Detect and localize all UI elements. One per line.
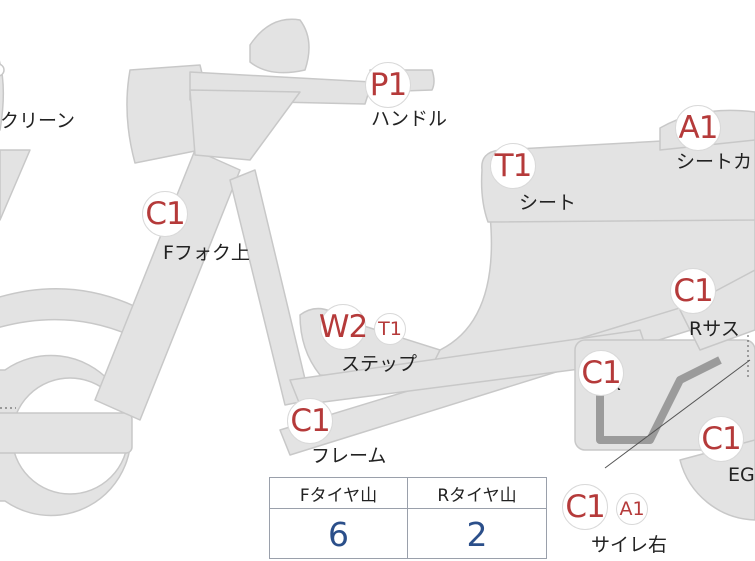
label-seat-cover: シートカ xyxy=(676,151,753,173)
front-fork xyxy=(94,149,241,421)
front-tire-value: 6 xyxy=(328,514,349,554)
rear-tire-header: Rタイヤ山 xyxy=(408,478,546,509)
label-handle: ハンドル xyxy=(371,108,448,130)
badge-rear-suspension: C1 xyxy=(670,268,716,314)
guide-line xyxy=(604,359,751,469)
top-left-dot xyxy=(0,63,5,77)
mirror xyxy=(249,18,310,74)
rear-shock xyxy=(679,269,755,351)
badge-handle: P1 xyxy=(365,62,411,108)
badge-exhaust: C1 xyxy=(578,350,624,396)
exhaust-pipe xyxy=(596,356,722,444)
front-axle-block xyxy=(0,412,133,454)
label-silencer: サイレ右 xyxy=(591,534,668,556)
rear-tire-value: 2 xyxy=(466,514,488,554)
badge-step: W2 xyxy=(319,304,368,350)
front-tire-column: Fタイヤ山 6 xyxy=(270,478,408,558)
label-frame: フレーム xyxy=(311,445,387,467)
badge-silencer-sub: A1 xyxy=(616,493,648,525)
front-tire-header: Fタイヤ山 xyxy=(270,478,407,509)
label-screen: クリーン xyxy=(0,110,76,132)
badge-silencer: C1 xyxy=(562,484,608,530)
label-seat: シート xyxy=(519,192,577,214)
headlight-arm xyxy=(189,89,301,161)
label-engine: EG xyxy=(728,464,755,486)
badge-seat: T1 xyxy=(490,143,536,189)
seat xyxy=(480,127,755,223)
badge-frame: C1 xyxy=(287,398,333,444)
windscreen xyxy=(0,60,5,132)
badge-front-fork: C1 xyxy=(142,191,188,237)
rear-tire-column: Rタイヤ山 2 xyxy=(408,478,546,558)
badge-engine: C1 xyxy=(698,416,744,462)
label-rear-suspension: Rサス xyxy=(689,318,740,340)
badge-step-sub: T1 xyxy=(374,313,406,345)
front-cowl xyxy=(0,149,31,221)
tire-tread-table: Fタイヤ山 6 Rタイヤ山 2 xyxy=(269,477,547,559)
frame-stay xyxy=(229,169,311,406)
label-front-fork: Fフォク上 xyxy=(163,242,250,264)
badge-seat-cover: A1 xyxy=(675,105,721,151)
label-step: ステップ xyxy=(341,353,418,375)
